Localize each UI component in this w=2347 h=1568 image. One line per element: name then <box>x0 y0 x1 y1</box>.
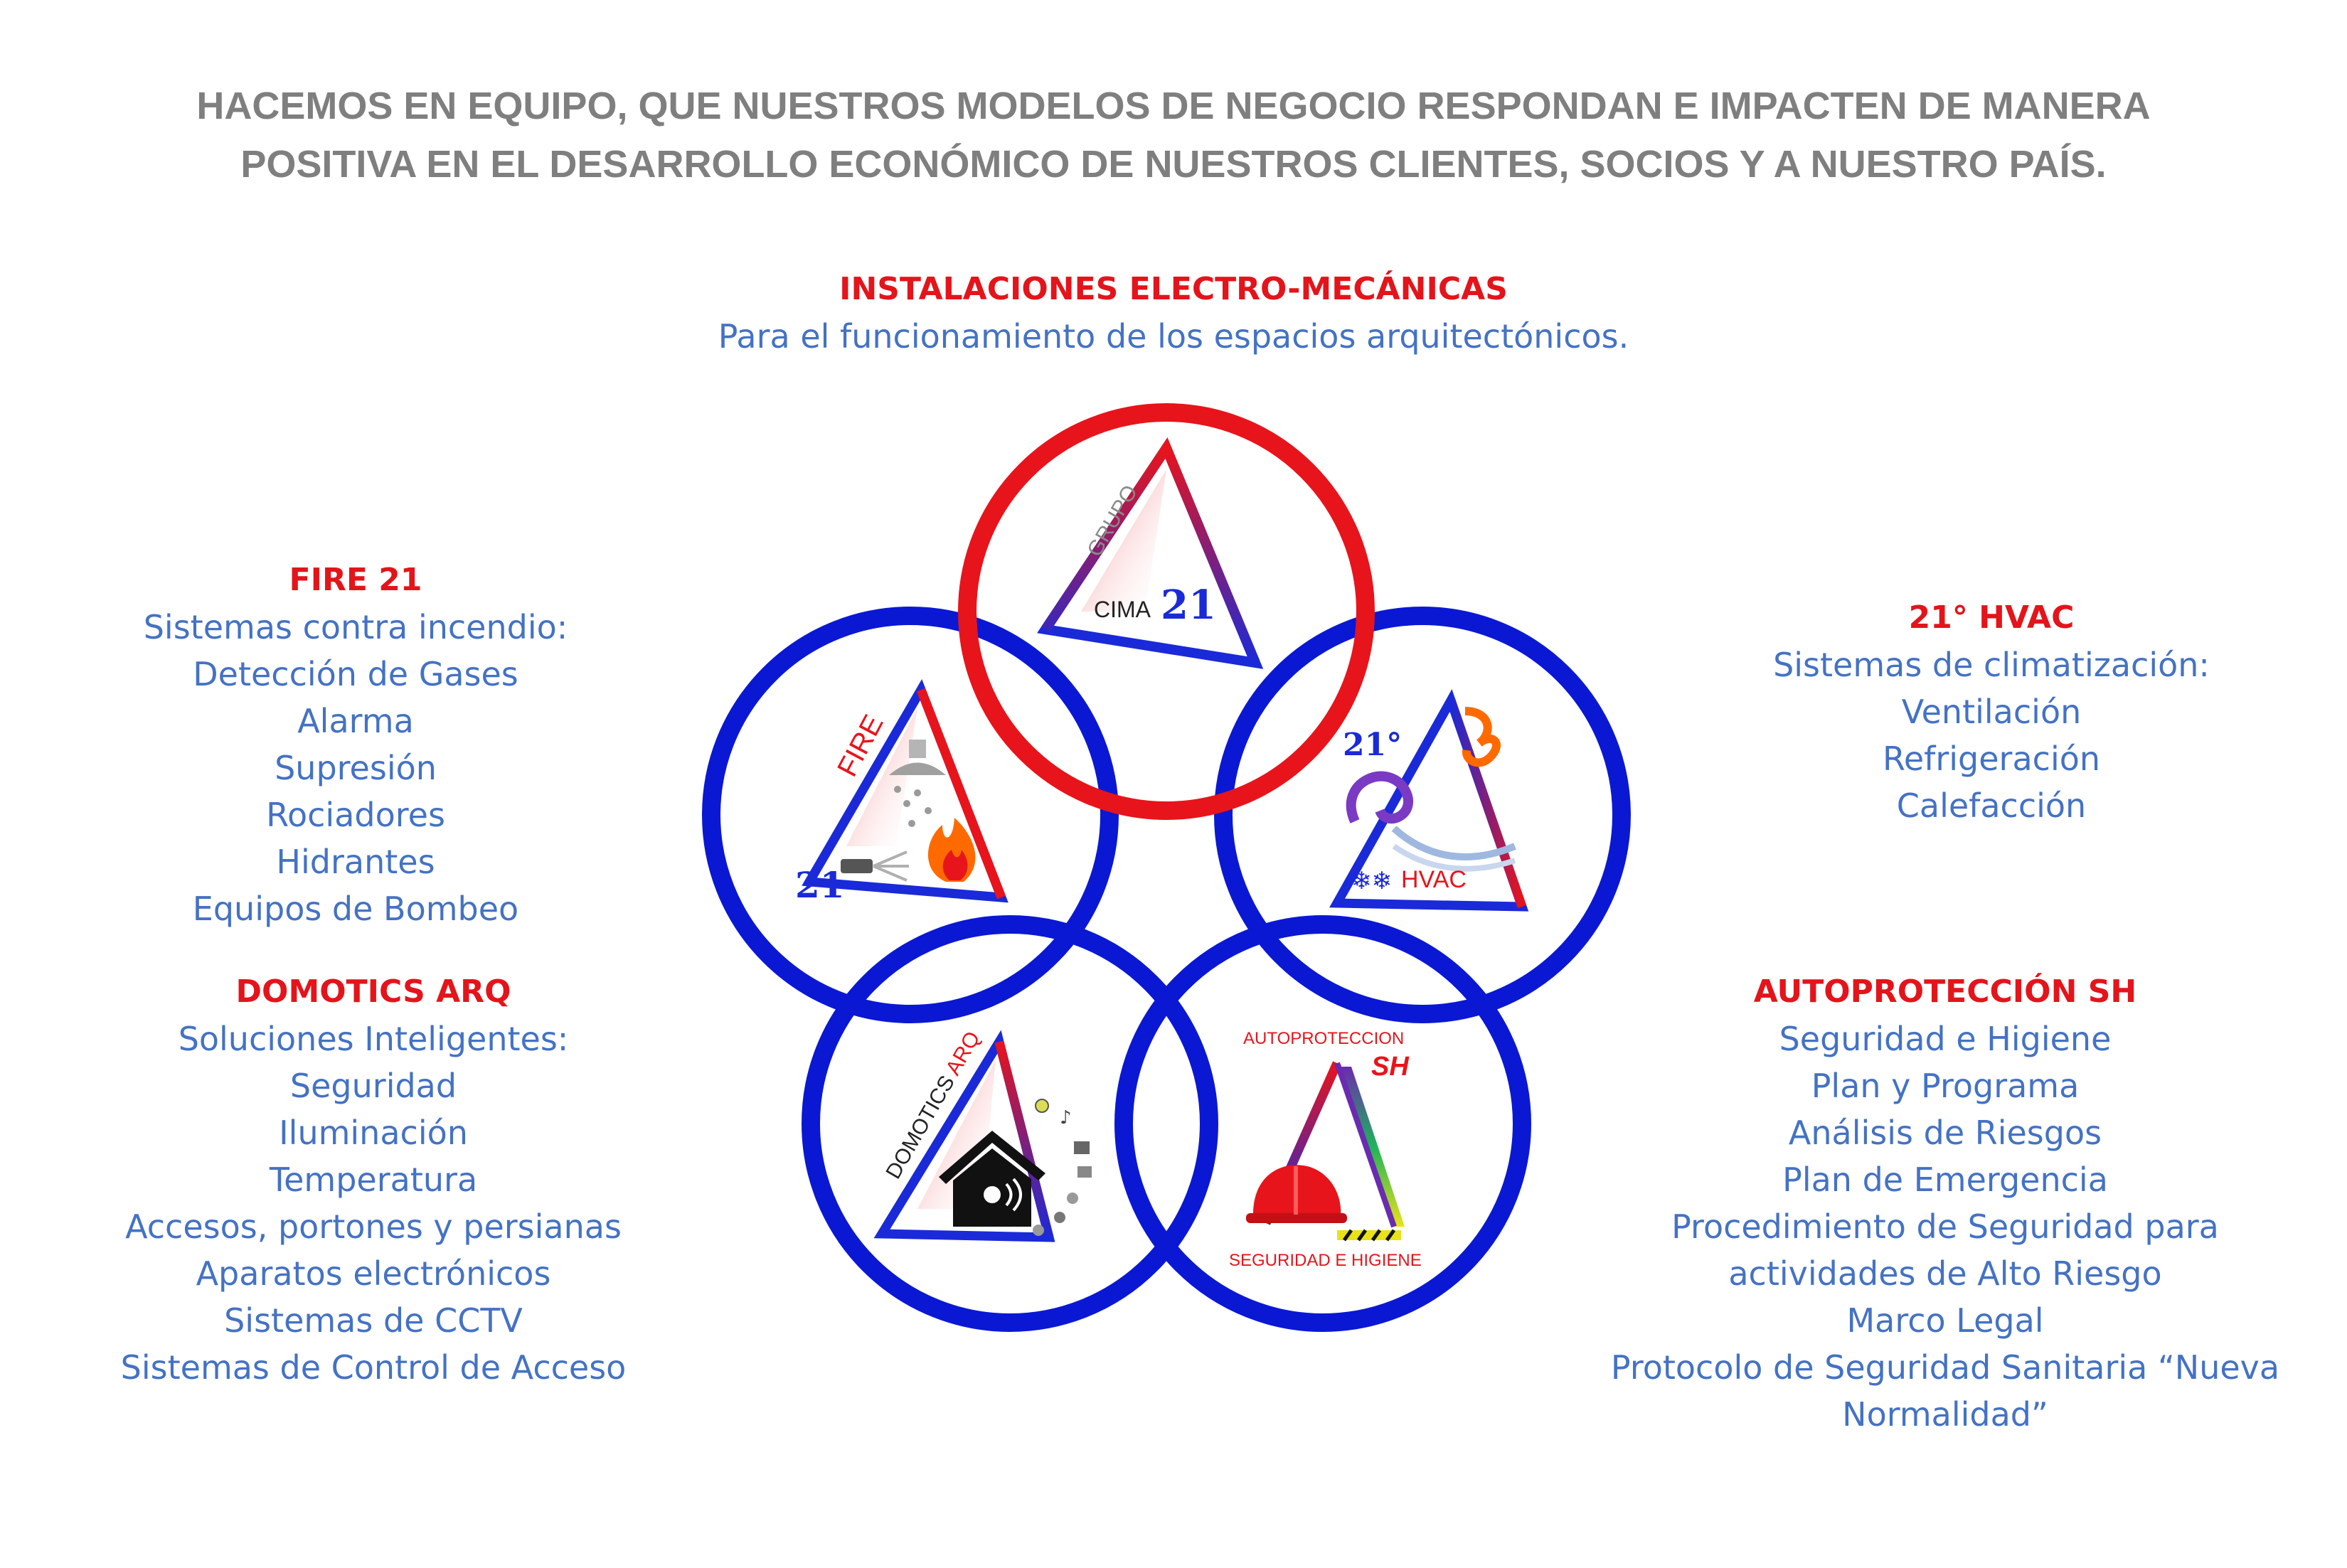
fire-line: Alarma <box>297 702 414 740</box>
hard-hat-icon <box>1246 1165 1347 1223</box>
electromechanical-block: INSTALACIONES ELECTRO-MECÁNICAS Para el … <box>605 266 1742 360</box>
fire-line: Equipos de Bombeo <box>192 890 519 928</box>
hvac-line: Calefacción <box>1896 786 2087 825</box>
sh-mark-text: SH <box>1371 1052 1410 1082</box>
autoproteccion-line: Marco Legal <box>1846 1301 2044 1340</box>
ring-cima <box>958 403 1375 820</box>
domotics-title: DOMOTICS ARQ <box>235 974 511 1010</box>
smart-house-icon <box>939 1131 1045 1227</box>
headline-line-2: POSITIVA EN EL DESARROLLO ECONÓMICO DE N… <box>240 143 2107 186</box>
fire-block: FIRE 21 Sistemas contra incendio: Detecc… <box>71 557 640 932</box>
electromechanical-subtitle: Para el funcionamiento de los espacios a… <box>718 317 1629 356</box>
autoproteccion-block: AUTOPROTECCIÓN SH Seguridad e Higiene Pl… <box>1565 969 2326 1438</box>
autoproteccion-line: Plan de Emergencia <box>1782 1161 2108 1199</box>
cima-logo: GRUPO CIMA 21 <box>1037 437 1264 669</box>
ring-domotics <box>802 915 1218 1332</box>
autoproteccion-line: Normalidad” <box>1842 1395 2048 1434</box>
hvac-line: Refrigeración <box>1882 740 2101 778</box>
cima-number-text: 21 <box>1161 582 1216 629</box>
domotics-line: Sistemas de Control de Acceso <box>120 1348 627 1387</box>
heat-swirl-icon <box>1462 707 1501 767</box>
domotics-line: Soluciones Inteligentes: <box>178 1020 569 1058</box>
air-flow-icon <box>1346 771 1516 872</box>
domotics-line: Sistemas de CCTV <box>224 1301 523 1340</box>
fire-line: Hidrantes <box>276 843 435 881</box>
sprinkler-icon <box>889 740 946 827</box>
autoproteccion-line: Plan y Programa <box>1811 1067 2080 1105</box>
hvac-line: Ventilación <box>1901 693 2082 731</box>
fire-title: FIRE 21 <box>289 562 422 598</box>
autoproteccion-logo: AUTOPROTECCION SH SEGURIDAD E HIGIENE <box>1229 1029 1422 1270</box>
hvac-block: 21° HVAC Sistemas de climatización: Vent… <box>1707 594 2276 829</box>
hvac-line: Sistemas de climatización: <box>1773 646 2210 684</box>
fire-line: Rociadores <box>266 796 445 834</box>
flame-icon <box>928 818 976 882</box>
autoproteccion-line: Procedimiento de Seguridad para <box>1671 1207 2219 1246</box>
electromechanical-title: INSTALACIONES ELECTRO-MECÁNICAS <box>839 271 1508 307</box>
domotics-block: DOMOTICS ARQ Soluciones Inteligentes: Se… <box>71 969 676 1391</box>
hvac-degree-text: 21° <box>1343 727 1402 763</box>
domotics-line: Seguridad <box>289 1067 457 1105</box>
domotics-logo: DOMOTICS ARQ ♪ <box>873 1028 1092 1242</box>
ring-fire <box>702 607 1119 1023</box>
autoproteccion-line: Protocolo de Seguridad Sanitaria “Nueva <box>1610 1348 2280 1387</box>
fire-line: Sistemas contra incendio: <box>143 608 568 646</box>
autoproteccion-line: Análisis de Riesgos <box>1788 1114 2102 1152</box>
fire-line: Supresión <box>275 749 437 787</box>
ring-autoproteccion <box>1114 915 1531 1332</box>
caution-stripe <box>1337 1229 1401 1242</box>
sh-bottom-text: SEGURIDAD E HIGIENE <box>1229 1251 1422 1270</box>
domotics-line: Aparatos electrónicos <box>196 1254 551 1293</box>
domotics-line: Accesos, portones y persianas <box>125 1207 622 1246</box>
hvac-logo: 21° ❄❄ HVAC <box>1329 689 1529 912</box>
hvac-word-text: HVAC <box>1401 866 1467 893</box>
hose-nozzle-icon <box>841 850 909 882</box>
fire-line: Detección de Gases <box>193 655 518 693</box>
fire-number-text: 21 <box>795 864 845 906</box>
cima-word-text: CIMA <box>1094 597 1151 622</box>
domotics-line: Iluminación <box>279 1114 468 1152</box>
fire-logo: FIRE 21 <box>795 679 1008 906</box>
autoproteccion-line: Seguridad e Higiene <box>1779 1020 2112 1058</box>
headline: HACEMOS EN EQUIPO, QUE NUESTROS MODELOS … <box>0 77 2347 193</box>
autoproteccion-line: actividades de Alto Riesgo <box>1728 1254 2162 1293</box>
snowflake-icon: ❄❄ <box>1351 867 1392 895</box>
sh-top-text: AUTOPROTECCION <box>1243 1029 1404 1048</box>
device-icons: ♪ <box>1033 1099 1092 1236</box>
fire-word-text: FIRE <box>831 710 890 782</box>
ring-hvac <box>1214 607 1631 1023</box>
domotics-line: Temperatura <box>269 1161 478 1199</box>
headline-line-1: HACEMOS EN EQUIPO, QUE NUESTROS MODELOS … <box>196 85 2151 127</box>
autoproteccion-title: AUTOPROTECCIÓN SH <box>1753 974 2137 1010</box>
hvac-title: 21° HVAC <box>1908 599 2075 636</box>
svg-text:♪: ♪ <box>1060 1107 1072 1129</box>
